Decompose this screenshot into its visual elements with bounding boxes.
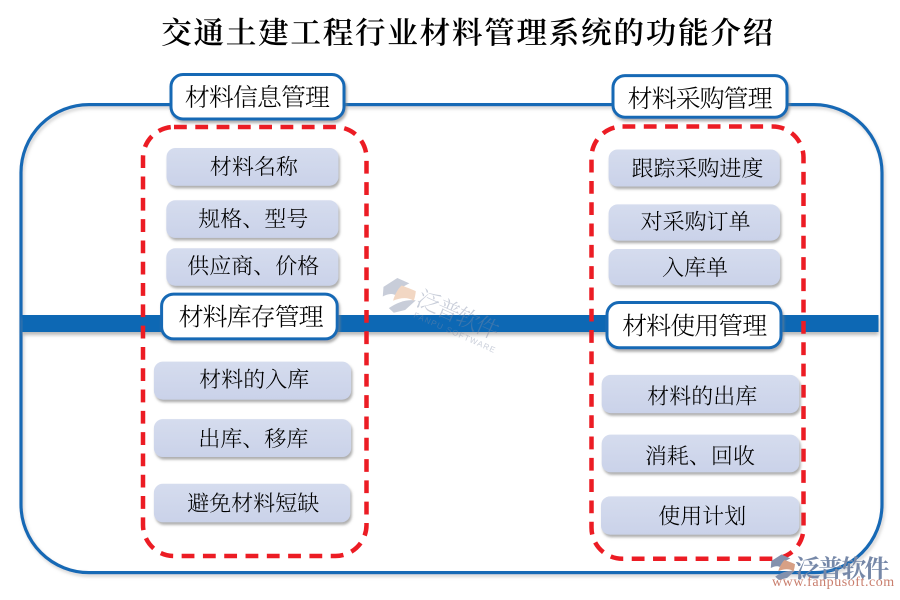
svg-text:www.fanpusoft.com: www.fanpusoft.com <box>772 575 895 590</box>
